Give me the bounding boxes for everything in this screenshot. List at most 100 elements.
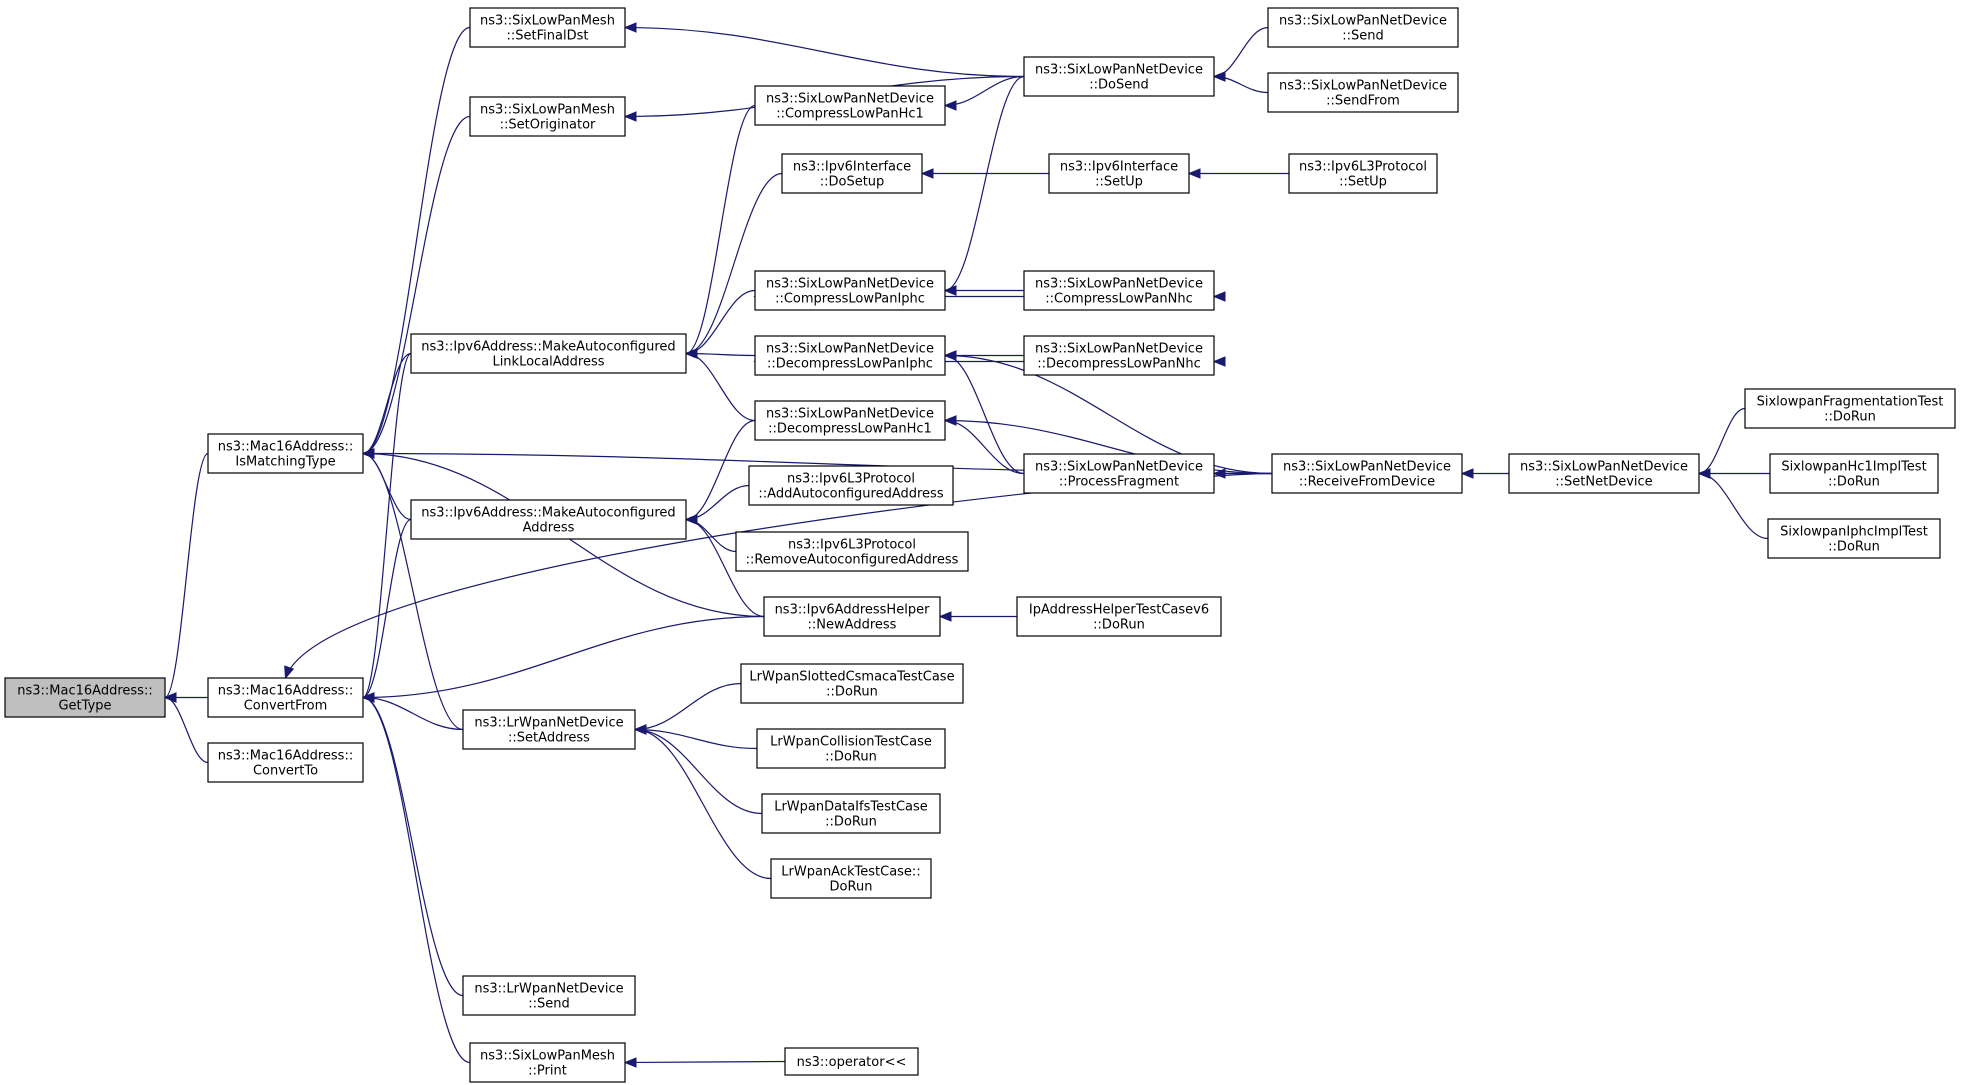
arrowhead bbox=[684, 514, 698, 525]
node-label: ::DoRun bbox=[1828, 475, 1880, 490]
edge-newaddr-iphelpertest bbox=[938, 611, 1017, 622]
edge-ismatchingtype-setfinaldst bbox=[361, 26, 471, 459]
node-newaddr[interactable]: ns3::Ipv6AddressHelper::NewAddress bbox=[763, 596, 941, 637]
node-hc1test[interactable]: SixlowpanHc1ImplTest::DoRun bbox=[1769, 453, 1939, 494]
node-box bbox=[410, 499, 687, 540]
edge-diphc-recv bbox=[943, 350, 1273, 475]
edge-line bbox=[944, 354, 1025, 475]
node-label: ::DoSend bbox=[1089, 78, 1148, 93]
node-convertfrom[interactable]: ns3::Mac16Address::ConvertFrom bbox=[207, 677, 364, 718]
arrowhead bbox=[943, 415, 957, 426]
node-mkaddr[interactable]: ns3::Ipv6Address::MakeAutoconfiguredAddr… bbox=[410, 499, 687, 540]
node-acktest[interactable]: LrWpanAckTestCase::DoRun bbox=[770, 858, 932, 899]
edge-line bbox=[944, 75, 1025, 107]
edge-gettype-ismatchingtype bbox=[163, 452, 209, 703]
arrowhead bbox=[361, 692, 375, 703]
node-setoriginator[interactable]: ns3::SixLowPanMesh::SetOriginator bbox=[469, 96, 626, 137]
node-label: ns3::LrWpanNetDevice bbox=[474, 716, 623, 731]
arrowhead bbox=[623, 1057, 637, 1068]
node-collision[interactable]: LrWpanCollisionTestCase::DoRun bbox=[756, 728, 946, 769]
edge-line bbox=[1698, 407, 1746, 475]
edge-line bbox=[164, 696, 209, 764]
node-label: ns3::SixLowPanNetDevice bbox=[1520, 460, 1688, 475]
node-dhc1[interactable]: ns3::SixLowPanNetDevice::DecompressLowPa… bbox=[754, 400, 946, 441]
node-ifsetup[interactable]: ns3::Ipv6Interface::SetUp bbox=[1048, 153, 1190, 194]
node-mkll[interactable]: ns3::Ipv6Address::MakeAutoconfiguredLink… bbox=[410, 333, 687, 374]
node-label: ns3::SixLowPanNetDevice bbox=[1035, 277, 1203, 292]
edge-line bbox=[685, 352, 756, 422]
arrowhead bbox=[1212, 71, 1226, 82]
node-gettype[interactable]: ns3::Mac16Address::GetType bbox=[4, 677, 166, 718]
edge-recv-setnetdev bbox=[1460, 468, 1509, 479]
node-fragtest[interactable]: SixlowpanFragmentationTest::DoRun bbox=[1744, 388, 1956, 429]
node-box bbox=[469, 96, 626, 137]
node-send[interactable]: ns3::SixLowPanNetDevice::Send bbox=[1267, 7, 1459, 48]
edge-lrsetaddr-dataifs bbox=[633, 724, 763, 815]
edge-mkll-dhc1 bbox=[684, 348, 756, 422]
node-box bbox=[469, 7, 626, 48]
node-setfinaldst[interactable]: ns3::SixLowPanMesh::SetFinalDst bbox=[469, 7, 626, 48]
arrowhead bbox=[1187, 168, 1201, 179]
node-dosend[interactable]: ns3::SixLowPanNetDevice::DoSend bbox=[1023, 56, 1215, 97]
node-box bbox=[754, 335, 946, 376]
edge-line bbox=[634, 728, 763, 815]
node-label: ::SetUp bbox=[1095, 175, 1143, 190]
edge-lrsetaddr-collision bbox=[633, 724, 758, 750]
node-label: Address bbox=[523, 521, 575, 536]
node-iphelpertest[interactable]: IpAddressHelperTestCasev6::DoRun bbox=[1016, 596, 1222, 637]
edge-line bbox=[634, 682, 742, 731]
node-label: ConvertTo bbox=[253, 764, 318, 779]
node-lrsetaddr[interactable]: ns3::LrWpanNetDevice::SetAddress bbox=[462, 709, 636, 750]
edge-convertfrom-mkaddr bbox=[361, 518, 412, 703]
arrowhead bbox=[943, 100, 957, 111]
node-addauto[interactable]: ns3::Ipv6L3Protocol::AddAutoconfiguredAd… bbox=[748, 465, 954, 506]
node-label: ns3::SixLowPanMesh bbox=[480, 14, 615, 29]
node-chc1[interactable]: ns3::SixLowPanNetDevice::CompressLowPanH… bbox=[754, 85, 946, 126]
node-meshprint[interactable]: ns3::SixLowPanMesh::Print bbox=[469, 1042, 626, 1083]
node-label: ::DoRun bbox=[1093, 618, 1145, 633]
node-label: ns3::SixLowPanNetDevice bbox=[766, 407, 934, 422]
node-lrsend[interactable]: ns3::LrWpanNetDevice::Send bbox=[462, 975, 636, 1016]
arrowhead bbox=[361, 448, 375, 459]
node-l3setup[interactable]: ns3::Ipv6L3Protocol::SetUp bbox=[1288, 153, 1438, 194]
node-cnhc[interactable]: ns3::SixLowPanNetDevice::CompressLowPanN… bbox=[1023, 270, 1215, 311]
node-diphc[interactable]: ns3::SixLowPanNetDevice::DecompressLowPa… bbox=[754, 335, 946, 376]
edge-line bbox=[362, 452, 464, 731]
node-slotted[interactable]: LrWpanSlottedCsmacaTestCase::DoRun bbox=[740, 663, 964, 704]
node-operator[interactable]: ns3::operator<< bbox=[784, 1047, 919, 1076]
edge-lrsetaddr-acktest bbox=[633, 724, 772, 880]
node-label: ::SetOriginator bbox=[500, 118, 596, 133]
node-convertto[interactable]: ns3::Mac16Address::ConvertTo bbox=[207, 742, 364, 783]
node-iphctest[interactable]: SixlowpanIphcImplTest::DoRun bbox=[1767, 518, 1941, 559]
node-box bbox=[207, 742, 364, 783]
node-dataifs[interactable]: LrWpanDataIfsTestCase::DoRun bbox=[761, 793, 941, 834]
node-sendfrom[interactable]: ns3::SixLowPanNetDevice::SendFrom bbox=[1267, 72, 1459, 113]
node-label: ::Send bbox=[528, 997, 570, 1012]
node-box bbox=[207, 433, 364, 474]
node-box bbox=[1744, 388, 1956, 429]
node-procfrag[interactable]: ns3::SixLowPanNetDevice::ProcessFragment bbox=[1023, 453, 1215, 494]
node-label: ns3::SixLowPanNetDevice bbox=[1279, 14, 1447, 29]
node-recv[interactable]: ns3::SixLowPanNetDevice::ReceiveFromDevi… bbox=[1271, 453, 1463, 494]
node-remauto[interactable]: ns3::Ipv6L3Protocol::RemoveAutoconfigure… bbox=[735, 531, 969, 572]
edge-line bbox=[685, 484, 750, 521]
node-dosetup[interactable]: ns3::Ipv6Interface::DoSetup bbox=[781, 153, 923, 194]
edge-dosend-sendfrom bbox=[1212, 71, 1269, 94]
node-label: ::AddAutoconfiguredAddress bbox=[758, 487, 943, 502]
node-label: ::SendFrom bbox=[1326, 94, 1400, 109]
edge-line bbox=[362, 615, 765, 699]
node-label: LrWpanCollisionTestCase bbox=[770, 735, 932, 750]
node-label: IsMatchingType bbox=[235, 455, 335, 470]
node-label: ns3::Ipv6L3Protocol bbox=[787, 472, 915, 487]
node-dnhc[interactable]: ns3::SixLowPanNetDevice::DecompressLowPa… bbox=[1023, 335, 1215, 376]
node-label: ::DoRun bbox=[825, 815, 877, 830]
arrowhead bbox=[1212, 291, 1226, 302]
node-label: ::DoRun bbox=[1828, 540, 1880, 555]
node-label: DoRun bbox=[830, 880, 873, 895]
node-box bbox=[1023, 335, 1215, 376]
node-ismatchingtype[interactable]: ns3::Mac16Address::IsMatchingType bbox=[207, 433, 364, 474]
node-setnetdev[interactable]: ns3::SixLowPanNetDevice::SetNetDevice bbox=[1508, 453, 1700, 494]
node-label: ns3::SixLowPanMesh bbox=[480, 103, 615, 118]
node-ciphc[interactable]: ns3::SixLowPanNetDevice::CompressLowPanI… bbox=[754, 270, 946, 311]
arrowhead bbox=[938, 611, 952, 622]
